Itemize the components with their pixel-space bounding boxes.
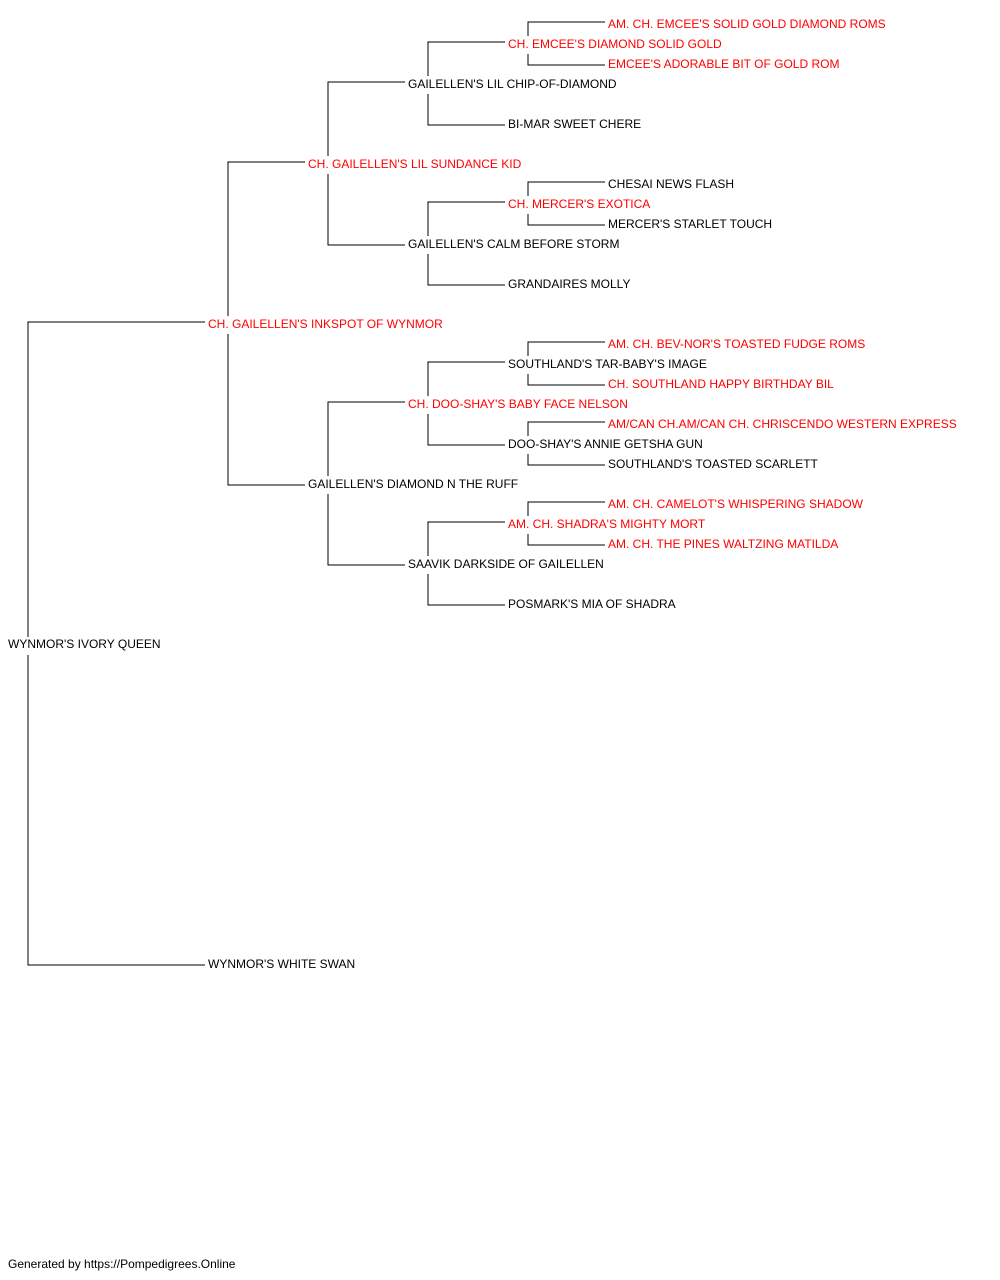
dog-name-gen3-4: SAAVIK DARKSIDE OF GAILELLEN — [406, 557, 606, 571]
connector-sd-sds — [327, 401, 405, 476]
connector-sdss-sdssd — [527, 374, 605, 386]
connector-sdss-sdsss — [527, 341, 605, 356]
dog-name-gen5-2: EMCEE'S ADORABLE BIT OF GOLD ROM — [606, 57, 842, 71]
dog-name-gen3-3: CH. DOO-SHAY'S BABY FACE NELSON — [406, 397, 630, 411]
connector-sdd-sddd — [427, 574, 505, 606]
dog-name-gen5-7: AM/CAN CH.AM/CAN CH. CHRISCENDO WESTERN … — [606, 417, 959, 431]
dog-name-gen5-5: AM. CH. BEV-NOR'S TOASTED FUDGE ROMS — [606, 337, 868, 351]
connector-ssds-ssdsd — [527, 214, 605, 226]
dog-name-gen5-6: CH. SOUTHLAND HAPPY BIRTHDAY BIL — [606, 377, 836, 391]
dog-name-gen5-3: CHESAI NEWS FLASH — [606, 177, 737, 191]
connector-root-dam — [27, 655, 205, 966]
connector-sdds-sddss — [527, 501, 605, 516]
dog-name-sire-sire: CH. GAILELLEN'S LIL SUNDANCE KID — [306, 157, 524, 171]
dog-name-gen5-10: AM. CH. THE PINES WALTZING MATILDA — [606, 537, 841, 551]
connector-ssd-ssds — [427, 201, 505, 236]
connector-sdsd-sdsdd — [527, 454, 605, 466]
connector-sd-sdd — [327, 494, 405, 566]
connector-sire-ss — [227, 161, 305, 316]
dog-name-sire: CH. GAILELLEN'S INKSPOT OF WYNMOR — [206, 317, 445, 331]
connector-sds-sdsd — [427, 414, 505, 446]
connector-ss-sss — [327, 81, 405, 156]
connector-ssds-ssdss — [527, 181, 605, 196]
connector-sdds-sddsd — [527, 534, 605, 546]
dog-name-gen4-5: SOUTHLAND'S TAR-BABY'S IMAGE — [506, 357, 709, 371]
connector-sire-sd — [227, 334, 305, 486]
connector-ss-ssd — [327, 174, 405, 246]
dog-name-gen4-2: BI-MAR SWEET CHERE — [506, 117, 644, 131]
connector-sss-ssss — [427, 41, 505, 76]
connector-sss-sssd — [427, 94, 505, 126]
connector-sds-sdss — [427, 361, 505, 396]
connector-sdsd-sdsds — [527, 421, 605, 436]
dog-name-subject: WYNMOR'S IVORY QUEEN — [6, 637, 163, 651]
dog-name-gen5-9: AM. CH. CAMELOT'S WHISPERING SHADOW — [606, 497, 865, 511]
connector-ssss-sssss — [527, 21, 605, 36]
dog-name-gen5-4: MERCER'S STARLET TOUCH — [606, 217, 775, 231]
connector-ssd-ssdd — [427, 254, 505, 286]
dog-name-gen3-2: GAILELLEN'S CALM BEFORE STORM — [406, 237, 622, 251]
dog-name-gen3-1: GAILELLEN'S LIL CHIP-OF-DIAMOND — [406, 77, 619, 91]
generated-by-footer: Generated by https://Pompedigrees.Online — [8, 1257, 236, 1271]
dog-name-dam: WYNMOR'S WHITE SWAN — [206, 957, 358, 971]
dog-name-gen4-1: CH. EMCEE'S DIAMOND SOLID GOLD — [506, 37, 724, 51]
dog-name-gen4-3: CH. MERCER'S EXOTICA — [506, 197, 653, 211]
dog-name-gen4-6: DOO-SHAY'S ANNIE GETSHA GUN — [506, 437, 705, 451]
dog-name-sire-dam: GAILELLEN'S DIAMOND N THE RUFF — [306, 477, 521, 491]
dog-name-gen5-1: AM. CH. EMCEE'S SOLID GOLD DIAMOND ROMS — [606, 17, 888, 31]
dog-name-gen4-8: POSMARK'S MIA OF SHADRA — [506, 597, 678, 611]
connector-ssss-ssssd — [527, 54, 605, 66]
dog-name-gen4-7: AM. CH. SHADRA'S MIGHTY MORT — [506, 517, 708, 531]
connector-sdd-sdds — [427, 521, 505, 556]
connector-root-sire — [27, 321, 205, 637]
dog-name-gen4-4: GRANDAIRES MOLLY — [506, 277, 633, 291]
dog-name-gen5-8: SOUTHLAND'S TOASTED SCARLETT — [606, 457, 820, 471]
